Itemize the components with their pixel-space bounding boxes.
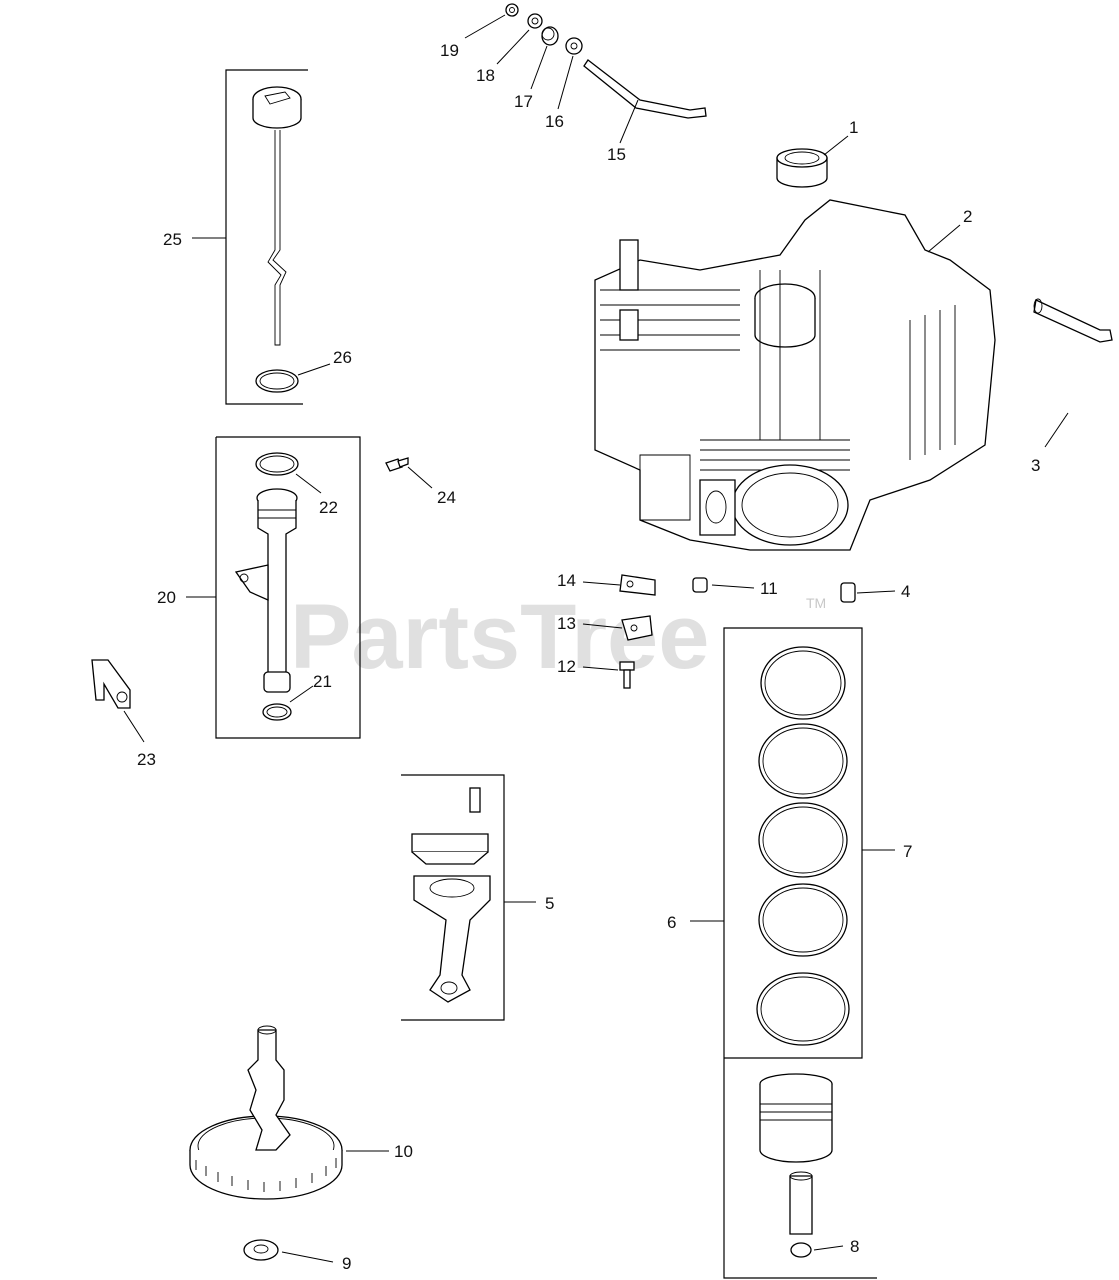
- callout-4: 4: [901, 582, 910, 601]
- callout-5: 5: [545, 894, 554, 913]
- callout-8: 8: [850, 1237, 859, 1256]
- part-plug-11: [692, 577, 708, 593]
- callout-21: 21: [313, 672, 332, 691]
- callout-18: 18: [476, 66, 495, 85]
- callout-16: 16: [545, 112, 564, 131]
- part-bracket-23: [91, 659, 131, 709]
- callout-15: 15: [607, 145, 626, 164]
- part-oring-26: [255, 369, 299, 393]
- callout-12: 12: [557, 657, 576, 676]
- part-breather-pipe: [1033, 298, 1113, 343]
- part-dipstick: [252, 86, 302, 346]
- callout-labels: 1 2 3 4 5 6 7 8 9 10 11 12 13 14 15 16 1…: [137, 41, 1040, 1273]
- watermark-trademark: TM: [806, 595, 826, 611]
- callout-17: 17: [514, 92, 533, 111]
- part-small-washers: [505, 3, 583, 55]
- callout-25: 25: [163, 230, 182, 249]
- part-camshaft: [189, 1025, 343, 1200]
- leader-lines: [123, 14, 1069, 1263]
- callout-23: 23: [137, 750, 156, 769]
- callout-24: 24: [437, 488, 456, 507]
- bracket-piston-assembly: [723, 627, 877, 1279]
- part-screw-24: [385, 457, 409, 472]
- callout-6: 6: [667, 913, 676, 932]
- part-plug-4: [840, 582, 856, 603]
- part-clip-13: [621, 615, 653, 641]
- callout-14: 14: [557, 571, 576, 590]
- part-screw-12: [619, 661, 635, 689]
- part-piston-rings: [756, 646, 850, 1046]
- callout-20: 20: [157, 588, 176, 607]
- part-piston: [759, 1073, 833, 1235]
- callout-13: 13: [557, 614, 576, 633]
- part-crankcase: [594, 199, 996, 551]
- bracket-tube-group: [215, 436, 361, 739]
- bracket-dipstick-group: [225, 69, 308, 405]
- part-oil-seal: [776, 148, 828, 188]
- callout-11: 11: [760, 579, 778, 598]
- callout-10: 10: [394, 1142, 413, 1161]
- callout-2: 2: [963, 207, 972, 226]
- callout-19: 19: [440, 41, 459, 60]
- part-oring-21: [262, 703, 292, 721]
- callout-1: 1: [849, 118, 858, 137]
- callout-9: 9: [342, 1254, 351, 1273]
- part-oring-22: [255, 452, 299, 476]
- watermark-text: PartsTree: [290, 586, 709, 688]
- part-washer-9: [243, 1239, 279, 1261]
- callout-7: 7: [903, 842, 912, 861]
- part-circlip: [790, 1242, 812, 1258]
- part-connecting-rod: [411, 787, 491, 1003]
- callout-3: 3: [1031, 456, 1040, 475]
- part-dipstick-tube: [234, 488, 298, 693]
- bracket-connecting-rod: [401, 774, 505, 1021]
- part-breather-tube: [583, 59, 707, 119]
- part-clip-14: [619, 574, 656, 596]
- callout-22: 22: [319, 498, 338, 517]
- callout-26: 26: [333, 348, 352, 367]
